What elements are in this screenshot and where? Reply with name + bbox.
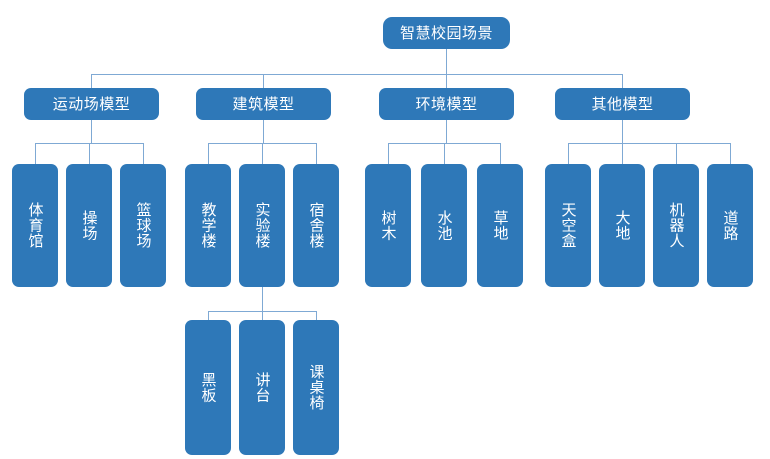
connector-level2-drop-2	[263, 74, 264, 88]
node-basketball-court[interactable]: 篮球场	[120, 164, 166, 287]
connector-other-drop-3	[676, 143, 677, 164]
connector-level2-drop-4	[622, 74, 623, 88]
node-playground[interactable]: 操场	[66, 164, 112, 287]
connector-lab-drop-2	[262, 311, 263, 320]
node-sports-field-model[interactable]: 运动场模型	[24, 88, 159, 120]
node-dormitory-building[interactable]: 宿舍楼	[293, 164, 339, 287]
node-lectern[interactable]: 讲台	[239, 320, 285, 455]
node-other-model[interactable]: 其他模型	[555, 88, 690, 120]
connector-sports-drop-2	[89, 143, 90, 164]
connector-other-bus	[568, 143, 731, 144]
connector-environment-drop-1	[388, 143, 389, 164]
node-skybox[interactable]: 天空盒	[545, 164, 591, 287]
node-blackboard[interactable]: 黑板	[185, 320, 231, 455]
connector-other-drop-4	[730, 143, 731, 164]
connector-level2-drop-1	[91, 74, 92, 88]
connector-sports-drop-1	[35, 143, 36, 164]
connector-sports-stem	[91, 120, 92, 143]
connector-sports-drop-3	[143, 143, 144, 164]
connector-buildings-stem	[263, 120, 264, 143]
node-road[interactable]: 道路	[707, 164, 753, 287]
connector-buildings-drop-2	[262, 143, 263, 164]
node-robot[interactable]: 机器人	[653, 164, 699, 287]
node-gymnasium[interactable]: 体育馆	[12, 164, 58, 287]
connector-lab-drop-1	[208, 311, 209, 320]
connector-level2-drop-3	[446, 74, 447, 88]
connector-environment-stem	[446, 120, 447, 143]
node-teaching-building[interactable]: 教学楼	[185, 164, 231, 287]
connector-root-stem	[446, 48, 447, 74]
node-lawn[interactable]: 草地	[477, 164, 523, 287]
connector-lab-drop-3	[316, 311, 317, 320]
connector-other-stem	[622, 120, 623, 143]
node-root-smart-campus-scene[interactable]: 智慧校园场景	[383, 17, 510, 49]
node-trees[interactable]: 树木	[365, 164, 411, 287]
connector-environment-drop-3	[500, 143, 501, 164]
connector-environment-drop-2	[444, 143, 445, 164]
node-laboratory-building[interactable]: 实验楼	[239, 164, 285, 287]
node-pond[interactable]: 水池	[421, 164, 467, 287]
connector-other-drop-2	[622, 143, 623, 164]
connector-level2-bus	[91, 74, 622, 75]
connector-buildings-drop-1	[208, 143, 209, 164]
connector-other-drop-1	[568, 143, 569, 164]
node-building-model[interactable]: 建筑模型	[196, 88, 331, 120]
node-desks-and-chairs[interactable]: 课桌椅	[293, 320, 339, 455]
node-ground[interactable]: 大地	[599, 164, 645, 287]
connector-buildings-drop-3	[316, 143, 317, 164]
node-environment-model[interactable]: 环境模型	[379, 88, 514, 120]
connector-lab-stem	[262, 287, 263, 311]
